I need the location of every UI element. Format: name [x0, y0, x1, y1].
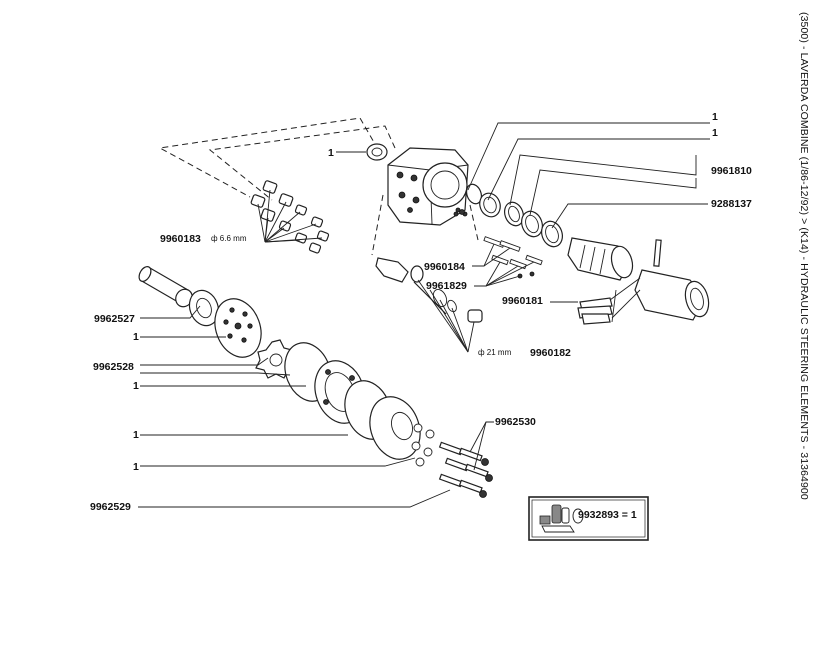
label-9961810: 9961810	[711, 165, 752, 177]
label-end-1: 1	[133, 461, 139, 473]
spool-sleeve[interactable]	[567, 237, 636, 281]
label-9960183: 9960183	[160, 233, 201, 245]
leader-lines	[138, 122, 710, 508]
label-9961829: 9961829	[426, 280, 467, 292]
label-9962527: 9962527	[94, 313, 135, 325]
drive-shaft[interactable]	[137, 265, 196, 310]
label-9960181: 9960181	[502, 295, 543, 307]
seal-ring-b[interactable]	[518, 208, 546, 239]
relief-valve-cartridge[interactable]	[375, 209, 483, 323]
label-dim-21: ф 21 mm	[478, 348, 512, 357]
dust-seal[interactable]	[366, 143, 388, 161]
seal-ring-9961810[interactable]	[501, 200, 526, 229]
exploded-parts-diagram: 1 1 1 9961810 9288137 9960183 ф 6.6 mm 9…	[90, 111, 752, 541]
page-title: (3500) - LAVERDA COMBINE (1/86-12/92) > …	[798, 12, 810, 500]
label-9960182: 9960182	[530, 347, 571, 359]
label-9960184: 9960184	[424, 261, 465, 273]
washers[interactable]	[411, 423, 435, 467]
centring-springs[interactable]	[577, 277, 641, 325]
label-ring-1b: 1	[712, 127, 718, 139]
o-ring-b[interactable]	[476, 190, 503, 219]
label-9962529: 9962529	[90, 501, 131, 513]
label-9962530: 9962530	[495, 416, 536, 428]
label-plate-1: 1	[133, 331, 139, 343]
label-ring-1a: 1	[712, 111, 718, 123]
seal-kit-text: 9932893 = 1	[578, 509, 637, 521]
end-cover[interactable]	[362, 390, 429, 467]
seal-kit-box[interactable]: 9932893 = 1	[528, 496, 649, 541]
dashed-group-outline	[158, 117, 479, 256]
cross-pins[interactable]	[483, 236, 543, 279]
distributor-plate[interactable]	[207, 292, 269, 363]
label-9288137: 9288137	[711, 198, 752, 210]
outer-sleeve[interactable]	[634, 269, 712, 321]
label-9962528: 9962528	[93, 361, 134, 373]
label-gasket-1: 1	[133, 429, 139, 441]
spacer-ring[interactable]	[185, 286, 224, 329]
steering-valve-body[interactable]	[387, 147, 469, 226]
seal-kit-icon	[539, 504, 584, 533]
spool-pin[interactable]	[653, 239, 662, 267]
label-seal-1: 1	[328, 147, 334, 159]
cover-bolts[interactable]	[438, 441, 493, 498]
seal-ring-9288137[interactable]	[538, 218, 566, 249]
check-valve-plugs[interactable]	[250, 180, 330, 254]
label-dim-66: ф 6.6 mm	[211, 234, 247, 243]
label-rotor-1: 1	[133, 380, 139, 392]
